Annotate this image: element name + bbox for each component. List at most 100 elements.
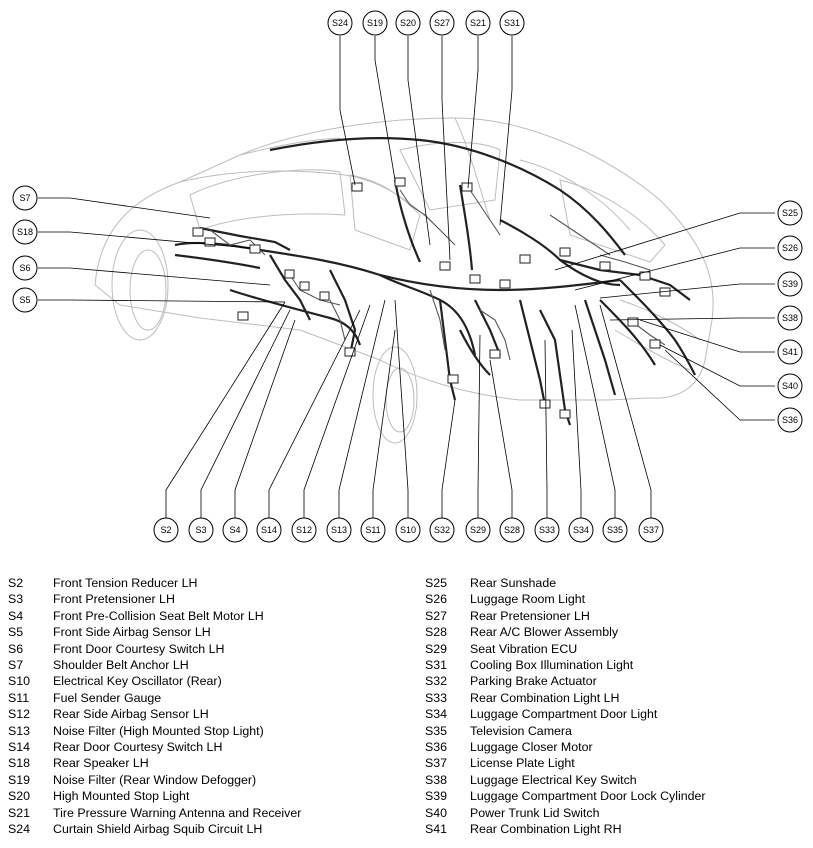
callout-circle (327, 10, 353, 36)
legend-description: Parking Brake Actuator (470, 674, 597, 689)
callout-s28: S28 (499, 517, 525, 543)
callout-circle (326, 517, 352, 543)
callout-text: S39 (782, 279, 798, 289)
legend-code: S35 (425, 723, 448, 738)
legend-description: Noise Filter (Rear Window Defogger) (53, 772, 257, 787)
callout-text: S4 (229, 525, 240, 535)
callout-circle (465, 517, 491, 543)
callout-circle (395, 517, 421, 543)
legend-code: S27 (425, 608, 448, 623)
callout-circle (362, 10, 388, 36)
callout-circle (777, 200, 803, 226)
callout-circle (395, 10, 421, 36)
legend-description: Rear Sunshade (470, 576, 557, 590)
legend-code: S41 (425, 822, 448, 837)
callout-circle (12, 185, 38, 211)
callout-text: S26 (782, 243, 798, 253)
legend-description: Fuel Sender Gauge (53, 690, 162, 705)
callout-text: S24 (332, 18, 348, 28)
legend-description: High Mounted Stop Light (53, 789, 190, 804)
callout-circle (777, 305, 803, 331)
legend-description: Luggage Electrical Key Switch (470, 772, 637, 787)
callout-text: S36 (782, 415, 798, 425)
callout-text: S7 (19, 193, 30, 203)
callout-s40: S40 (777, 373, 803, 399)
legend-description: Front Pre-Collision Seat Belt Motor LH (53, 608, 264, 623)
callout-circle (188, 517, 214, 543)
wiring-harness-light (209, 189, 666, 361)
legend-row: S41 Rear Combination Light RH (425, 821, 810, 837)
legend-description: Rear Pretensioner LH (470, 608, 590, 623)
callout-text: S41 (782, 347, 798, 357)
callout-circle (291, 517, 317, 543)
callout-s13: S13 (326, 517, 352, 543)
legend-code: S2 (8, 576, 24, 590)
legend-description: Front Door Courtesy Switch LH (53, 641, 225, 656)
legend-code: S6 (8, 641, 24, 656)
callout-s19: S19 (362, 10, 388, 36)
legend-description: Electrical Key Oscillator (Rear) (53, 674, 222, 689)
legend-code: S28 (425, 625, 448, 640)
legend-description: Rear Side Airbag Sensor LH (53, 707, 209, 722)
callout-s31: S31 (499, 10, 525, 36)
legend-code: S34 (425, 707, 448, 722)
legend-description: Tire Pressure Warning Antenna and Receiv… (53, 805, 302, 820)
legend-code: S18 (8, 756, 31, 771)
legend-code: S36 (425, 740, 448, 755)
legend-row: S11 Fuel Sender Gauge (8, 690, 408, 706)
connector-blocks (192, 177, 671, 419)
callout-circle (499, 517, 525, 543)
callout-circle (153, 517, 179, 543)
callout-s3: S3 (188, 517, 214, 543)
legend-description: Shoulder Belt Anchor LH (53, 658, 189, 673)
legend-description: Luggage Compartment Door Light (470, 707, 658, 722)
legend-code: S26 (425, 592, 448, 607)
callout-text: S3 (195, 525, 206, 535)
callout-text: S12 (296, 525, 312, 535)
legend-description: Rear Combination Light RH (470, 822, 622, 837)
callout-text: S21 (470, 18, 486, 28)
callout-s25: S25 (777, 200, 803, 226)
legend-code: S33 (425, 690, 448, 705)
callout-s36: S36 (777, 407, 803, 433)
callout-circle (602, 517, 628, 543)
legend-code: S11 (8, 690, 30, 705)
callout-s24: S24 (327, 10, 353, 36)
callout-text: S19 (367, 18, 383, 28)
legend-description: Front Side Airbag Sensor LH (53, 625, 211, 640)
callout-s12: S12 (291, 517, 317, 543)
callout-text: S25 (782, 208, 798, 218)
legend-code: S7 (8, 658, 24, 673)
callout-s39: S39 (777, 271, 803, 297)
callout-text: S18 (17, 227, 33, 237)
callout-s27: S27 (429, 10, 455, 36)
callout-circle (429, 517, 455, 543)
legend-code: S25 (425, 576, 448, 590)
callout-text: S34 (573, 525, 589, 535)
callout-text: S14 (261, 525, 277, 535)
callout-text: S5 (19, 295, 30, 305)
callout-circle (222, 517, 248, 543)
callout-text: S27 (434, 18, 450, 28)
callout-s20: S20 (395, 10, 421, 36)
callout-circle (429, 10, 455, 36)
callout-text: S11 (365, 525, 380, 535)
legend-code: S29 (425, 641, 448, 656)
callout-text: S31 (504, 18, 520, 28)
callout-s26: S26 (777, 235, 803, 261)
legend-row: S6 Front Door Courtesy Switch LH (8, 641, 408, 657)
